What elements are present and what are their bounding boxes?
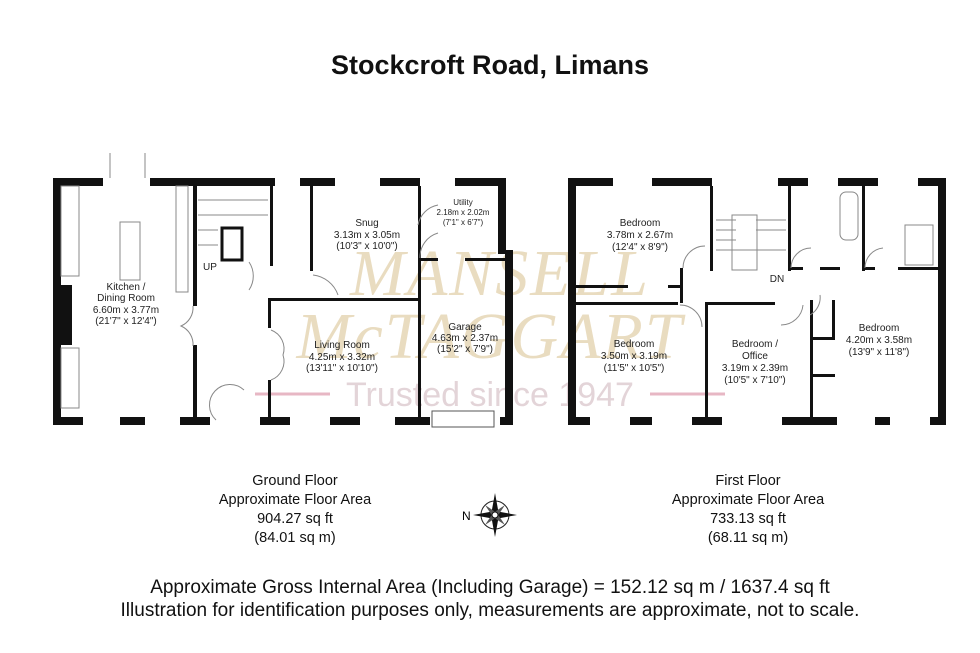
room-name: Bedroom: [859, 323, 900, 334]
room-name: Bedroom /: [732, 339, 778, 350]
room-name: Kitchen /: [107, 282, 146, 293]
footer: Approximate Gross Internal Area (Includi…: [0, 576, 980, 622]
floor-name: First Floor: [715, 473, 781, 489]
watermark-tagline: Trusted since 1947: [346, 376, 634, 414]
room-dimensions-imperial: (11'5" x 10'5"): [604, 363, 665, 374]
room-name: Utility: [453, 198, 473, 207]
room-dimensions: 3.78m x 2.67m: [607, 230, 673, 241]
room-dimensions-imperial: (10'5" x 7'10"): [724, 375, 786, 386]
room-dimensions-imperial: (13'9" x 11'8"): [849, 347, 910, 358]
room-dimensions-imperial: (21'7" x 12'4"): [95, 316, 157, 327]
room-name: Living Room: [314, 340, 370, 351]
room-dimensions: 3.19m x 2.39m: [722, 363, 788, 374]
watermark: MANSELL McTAGGART Trusted since 1947: [255, 237, 725, 414]
room-dimensions-imperial: (10'3" x 10'0"): [336, 241, 398, 252]
room-name: Bedroom: [620, 218, 661, 229]
floor-area-sqft: 733.13 sq ft: [710, 511, 786, 527]
room-snug: Snug 3.13m x 3.05m (10'3" x 10'0"): [334, 218, 400, 252]
page-title: Stockcroft Road, Limans: [330, 50, 650, 80]
room-dimensions: 4.63m x 2.37m: [432, 333, 498, 344]
room-name: Office: [742, 351, 768, 362]
floor-area-sqm: (68.11 sq m): [707, 530, 789, 546]
room-dimensions: 3.50m x 3.19m: [601, 351, 667, 362]
room-bedroom-2: Bedroom 3.50m x 3.19m (11'5" x 10'5"): [601, 339, 667, 374]
room-name: Garage: [448, 322, 482, 333]
room-name: Bedroom: [614, 339, 655, 350]
compass-north-label: N: [462, 509, 471, 523]
room-dimensions: 6.60m x 3.77m: [93, 305, 159, 316]
room-dimensions: 4.20m x 3.58m: [846, 335, 912, 346]
room-bedroom-1: Bedroom 3.78m x 2.67m (12'4" x 8'9"): [607, 218, 673, 253]
room-dimensions: 4.25m x 3.32m: [309, 352, 375, 363]
floor-area-sqm: (84.01 sq m): [254, 530, 336, 546]
stair-label-dn: DN: [770, 274, 784, 285]
room-dimensions-imperial: (12'4" x 8'9"): [612, 242, 668, 253]
room-bedroom-main: Bedroom 4.20m x 3.58m (13'9" x 11'8"): [846, 323, 912, 358]
room-living-room: Living Room 4.25m x 3.32m (13'11" x 10'1…: [306, 340, 378, 374]
stair-label-up: UP: [203, 262, 217, 273]
room-dimensions: 3.13m x 3.05m: [334, 230, 400, 241]
room-dimensions-imperial: (13'11" x 10'10"): [306, 363, 378, 374]
floor-area-sqft: 904.27 sq ft: [257, 511, 333, 527]
watermark-line2: McTAGGART: [295, 300, 685, 373]
floor-area-label: Approximate Floor Area: [218, 492, 372, 508]
room-dimensions-imperial: (15'2" x 7'9"): [437, 344, 493, 355]
gross-area-text: Approximate Gross Internal Area (Includi…: [150, 577, 830, 598]
room-garage: Garage 4.63m x 2.37m (15'2" x 7'9"): [432, 322, 498, 355]
floor-area-label: Approximate Floor Area: [671, 492, 825, 508]
room-name: Dining Room: [97, 293, 155, 304]
disclaimer-text: Illustration for identification purposes…: [120, 600, 860, 621]
floor-name: Ground Floor: [252, 473, 338, 489]
ground-floor-plan: UP: [53, 153, 513, 428]
room-name: Snug: [355, 218, 378, 229]
first-floor-summary: First Floor Approximate Floor Area 733.1…: [648, 472, 848, 548]
room-kitchen-dining: Kitchen / Dining Room 6.60m x 3.77m (21'…: [93, 282, 159, 327]
ground-floor-summary: Ground Floor Approximate Floor Area 904.…: [195, 472, 395, 548]
first-floor-plan: DN: [568, 178, 946, 425]
room-utility: Utility 2.18m x 2.02m (7'1" x 6'7"): [437, 198, 490, 227]
room-dimensions-imperial: (7'1" x 6'7"): [443, 218, 484, 227]
room-bedroom-office: Bedroom / Office 3.19m x 2.39m (10'5" x …: [722, 339, 788, 386]
room-dimensions: 2.18m x 2.02m: [437, 208, 490, 217]
compass-icon: N: [462, 493, 517, 537]
